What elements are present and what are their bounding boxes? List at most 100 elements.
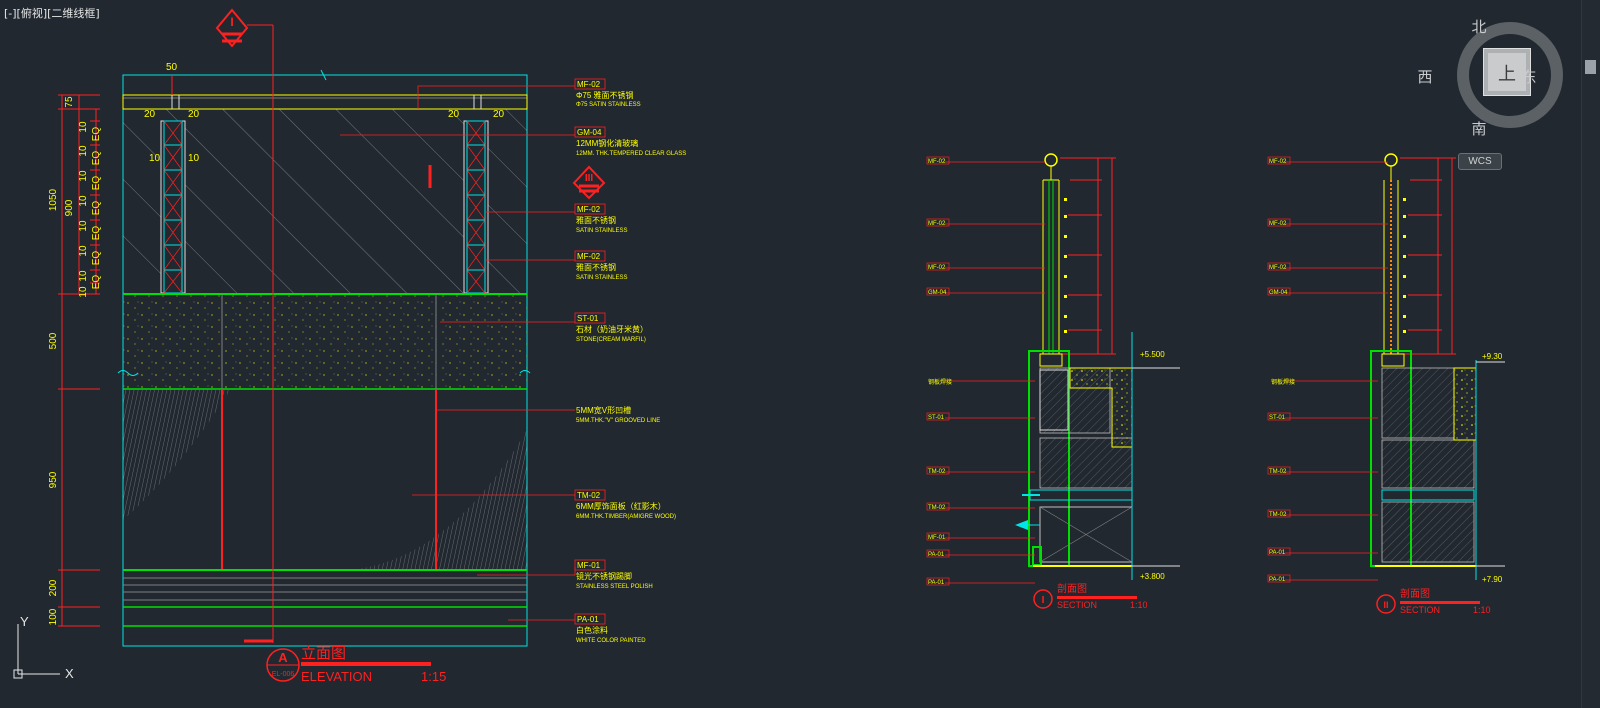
svg-text:+5.500: +5.500: [1140, 350, 1165, 359]
svg-text:STONE(CREAM MARFIL): STONE(CREAM MARFIL): [576, 337, 646, 343]
viewcube-top-face[interactable]: 上: [1483, 48, 1531, 96]
svg-text:白色涂料: 白色涂料: [576, 625, 608, 635]
svg-text:100: 100: [48, 608, 59, 625]
wcs-menu-button[interactable]: WCS: [1458, 153, 1502, 170]
svg-text:石材（奶油牙米黄）: 石材（奶油牙米黄）: [576, 324, 648, 334]
svg-text:GM-04: GM-04: [928, 290, 947, 296]
svg-text:PA-01: PA-01: [928, 580, 945, 586]
svg-text:TM-02: TM-02: [577, 491, 601, 500]
svg-text:I: I: [230, 15, 233, 29]
svg-text:TM-02: TM-02: [1269, 512, 1287, 518]
svg-text:EQ: EQ: [91, 251, 102, 266]
svg-text:II: II: [1383, 600, 1388, 610]
svg-text:10: 10: [78, 220, 89, 232]
svg-text:10: 10: [78, 245, 89, 257]
svg-text:950: 950: [48, 471, 59, 488]
svg-text:10: 10: [78, 121, 89, 133]
scrollbar-thumb[interactable]: [1585, 60, 1596, 74]
svg-text:900: 900: [64, 199, 75, 216]
svg-text:STAINLESS STEEL POLISH: STAINLESS STEEL POLISH: [576, 584, 653, 590]
svg-text:剖面图: 剖面图: [1400, 587, 1430, 600]
svg-text:PA-01: PA-01: [928, 552, 945, 558]
svg-text:EL-006: EL-006: [272, 671, 295, 678]
svg-text:EQ: EQ: [91, 127, 102, 142]
svg-text:TM-02: TM-02: [928, 469, 946, 475]
svg-text:EQ: EQ: [91, 275, 102, 290]
viewcube-navigator[interactable]: 上 北 南 西 东: [1417, 10, 1575, 140]
svg-text:200: 200: [48, 579, 59, 596]
ucs-icon: Y X: [13, 614, 74, 681]
svg-text:1050: 1050: [48, 188, 59, 211]
svg-text:ST-01: ST-01: [1269, 415, 1286, 421]
svg-text:1:10: 1:10: [1130, 600, 1148, 610]
svg-text:ST-01: ST-01: [577, 314, 599, 323]
svg-text:1:15: 1:15: [421, 669, 446, 684]
ucs-x-label: X: [65, 666, 74, 681]
svg-text:SECTION: SECTION: [1057, 600, 1097, 610]
vertical-scrollbar[interactable]: [1581, 0, 1600, 708]
svg-text:50: 50: [166, 62, 178, 73]
svg-text:钢板焊接: 钢板焊接: [1271, 378, 1295, 386]
svg-text:10: 10: [78, 286, 89, 298]
svg-text:EQ: EQ: [91, 226, 102, 241]
svg-text:钢板焊接: 钢板焊接: [928, 378, 952, 386]
svg-text:MF-02: MF-02: [928, 265, 946, 271]
svg-text:1:10: 1:10: [1473, 605, 1491, 615]
svg-text:6MM厚饰面板（红影木）: 6MM厚饰面板（红影木）: [576, 501, 666, 511]
svg-text:III: III: [585, 173, 594, 184]
viewcube-top-label: 上: [1498, 64, 1516, 85]
svg-text:I: I: [1042, 595, 1045, 606]
svg-text:20: 20: [188, 109, 200, 120]
svg-text:剖面图: 剖面图: [1057, 582, 1087, 595]
svg-text:PA-01: PA-01: [1269, 577, 1286, 583]
svg-text:PA-01: PA-01: [1269, 550, 1286, 556]
right-post: [463, 120, 489, 294]
svg-text:MF-02: MF-02: [577, 252, 601, 261]
viewcube-north-label[interactable]: 北: [1471, 18, 1487, 36]
svg-text:MF-02: MF-02: [1269, 221, 1287, 227]
viewcube-east-label[interactable]: 东: [1521, 68, 1537, 86]
svg-text:MF-02: MF-02: [1269, 159, 1287, 165]
svg-text:ELEVATION: ELEVATION: [301, 669, 372, 684]
svg-text:EQ: EQ: [91, 176, 102, 191]
elevation-callouts: MF-02 Φ75 雅面不锈钢 Φ75 SATIN STAINLESS GM-0…: [340, 78, 686, 644]
svg-text:GM-04: GM-04: [1269, 290, 1288, 296]
svg-text:MF-02: MF-02: [928, 221, 946, 227]
elevation-dimensions: 1050 900 75 500 950 200 100 10 EQ 10 EQ …: [48, 62, 505, 627]
viewport-controls-label[interactable]: [-][俯视][二维线框]: [4, 7, 100, 20]
svg-text:SATIN STAINLESS: SATIN STAINLESS: [576, 275, 627, 281]
section-marker-iii: III: [428, 165, 606, 200]
svg-text:EQ: EQ: [91, 151, 102, 166]
svg-text:TM-02: TM-02: [1269, 469, 1287, 475]
svg-text:5MM宽V形凹槽: 5MM宽V形凹槽: [576, 405, 631, 415]
viewcube-south-label[interactable]: 南: [1471, 120, 1487, 138]
svg-text:WHITE COLOR PAINTED: WHITE COLOR PAINTED: [576, 638, 646, 644]
svg-text:MF-02: MF-02: [577, 80, 601, 89]
svg-text:SATIN STAINLESS: SATIN STAINLESS: [576, 228, 627, 234]
svg-text:TM-02: TM-02: [928, 505, 946, 511]
svg-text:10: 10: [78, 145, 89, 157]
svg-text:MF-01: MF-01: [577, 561, 601, 570]
viewcube-west-label[interactable]: 西: [1417, 68, 1433, 86]
svg-text:20: 20: [144, 109, 156, 120]
svg-text:10: 10: [78, 170, 89, 182]
section-2-view: MF-02 MF-02 MF-02 GM-04 钢板焊接 ST-01 TM-02…: [1267, 153, 1505, 615]
svg-text:MF-02: MF-02: [1269, 265, 1287, 271]
svg-text:A: A: [278, 650, 288, 665]
svg-text:MF-02: MF-02: [577, 205, 601, 214]
svg-text:ST-01: ST-01: [928, 415, 945, 421]
svg-text:10: 10: [188, 153, 200, 164]
svg-text:MF-01: MF-01: [928, 535, 946, 541]
svg-text:20: 20: [448, 109, 460, 120]
svg-text:6MM.THK.TIMBER(AMIGRE WOOD): 6MM.THK.TIMBER(AMIGRE WOOD): [576, 514, 676, 520]
svg-text:立面图: 立面图: [301, 645, 346, 662]
section-1-view: MF-02 MF-02 MF-02 GM-04 钢板焊接 ST-01 TM-02…: [926, 153, 1180, 610]
svg-text:10: 10: [78, 195, 89, 207]
svg-text:75: 75: [64, 96, 75, 108]
elevation-title-block: A EL-006 立面图 ELEVATION 1:15: [266, 645, 446, 684]
svg-text:+9.30: +9.30: [1482, 352, 1503, 361]
svg-text:雅面不锈钢: 雅面不锈钢: [576, 215, 616, 225]
svg-text:12MM钢化清玻璃: 12MM钢化清玻璃: [576, 138, 638, 148]
ucs-y-label: Y: [20, 614, 29, 629]
